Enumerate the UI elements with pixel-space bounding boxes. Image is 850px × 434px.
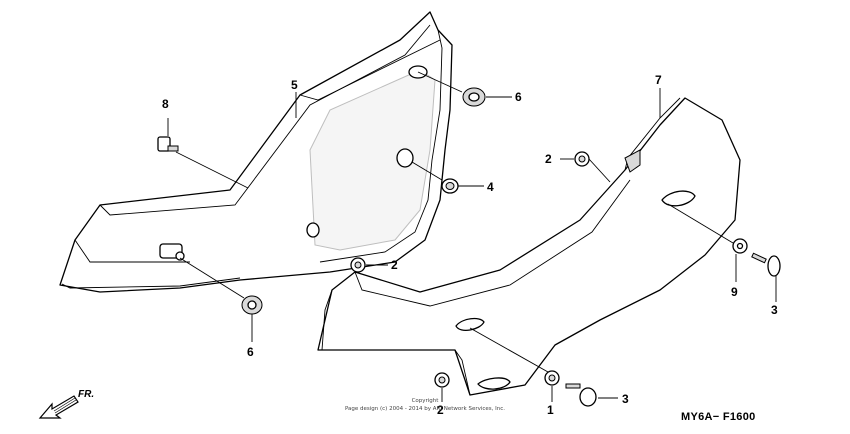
callout-3-right: 3 bbox=[771, 303, 778, 317]
front-direction-arrow-icon bbox=[38, 395, 79, 419]
callout-9: 9 bbox=[731, 285, 738, 299]
callout-2-lower: 2 bbox=[437, 403, 444, 417]
callout-2-upper: 2 bbox=[545, 152, 552, 166]
collar-2-lower bbox=[434, 372, 450, 388]
grommet-6-lower bbox=[241, 295, 263, 315]
front-direction-label: FR. bbox=[78, 389, 94, 400]
callout-6-lower: 6 bbox=[247, 345, 254, 359]
screw-3-bottom bbox=[565, 383, 597, 407]
callout-3-bottom: 3 bbox=[622, 392, 629, 406]
callout-1: 1 bbox=[547, 403, 554, 417]
callout-5: 5 bbox=[291, 78, 298, 92]
collar-2-middle bbox=[350, 257, 366, 273]
screw-3-right bbox=[751, 252, 781, 277]
callout-8: 8 bbox=[162, 97, 169, 111]
callout-2-middle: 2 bbox=[391, 258, 398, 272]
diagram-code: MY6A− F1600 bbox=[681, 411, 756, 423]
collar-2-upper bbox=[574, 151, 590, 167]
callout-4: 4 bbox=[487, 180, 494, 194]
leader-lines bbox=[167, 71, 777, 402]
grommet-6-upper bbox=[462, 87, 486, 107]
left-side-cover bbox=[59, 11, 453, 293]
right-side-cover bbox=[317, 97, 741, 396]
copyright-line2: Page design (c) 2004 - 2014 by ARI Netwo… bbox=[345, 406, 505, 412]
copyright-line1: Copyright bbox=[412, 398, 440, 404]
callout-6-upper: 6 bbox=[515, 90, 522, 104]
collar-1 bbox=[544, 370, 560, 386]
callout-7: 7 bbox=[655, 73, 662, 87]
grommet-4 bbox=[441, 178, 459, 194]
washer-9 bbox=[732, 238, 748, 254]
bolt-8 bbox=[157, 136, 179, 152]
